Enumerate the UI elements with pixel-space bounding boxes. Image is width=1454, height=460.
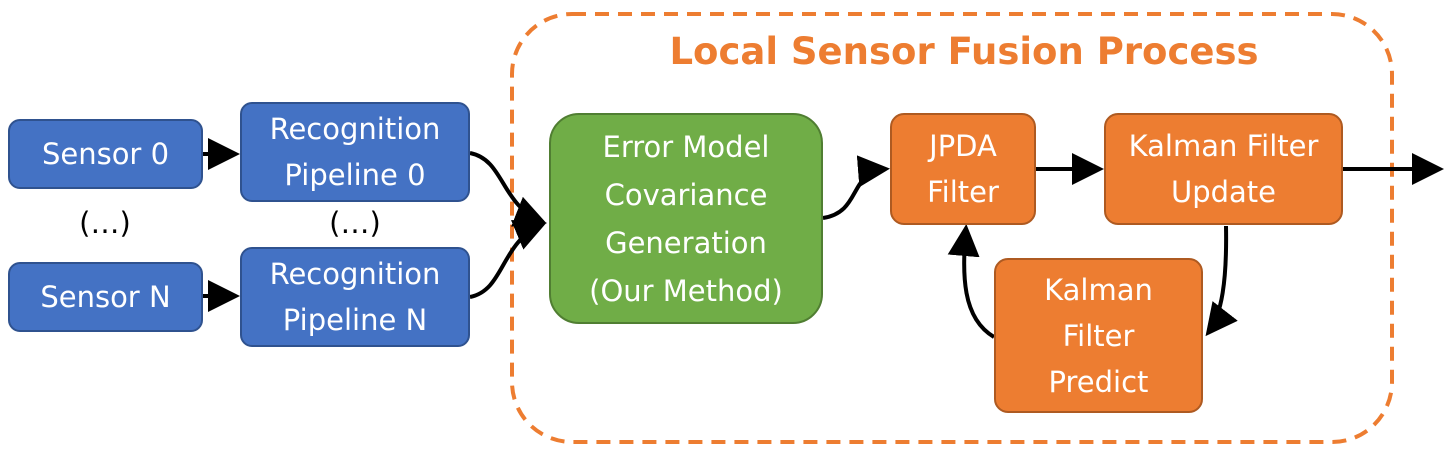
kalman-predict-line-1: Kalman bbox=[1044, 272, 1153, 307]
arrow-error-model-to-jpda bbox=[822, 155, 890, 220]
kalman-predict-line-3: Predict bbox=[1048, 364, 1149, 399]
sensor-n-label: Sensor N bbox=[40, 280, 171, 314]
kalman-update-box: Kalman Filter Update bbox=[1104, 113, 1343, 225]
error-model-box: Error Model Covariance Generation (Our M… bbox=[549, 113, 823, 324]
pipeline-n-line-1: Recognition bbox=[269, 257, 441, 291]
pipelines-ellipsis: (…) bbox=[329, 206, 381, 240]
kalman-predict-box: Kalman Filter Predict bbox=[994, 258, 1203, 413]
error-model-line-4: (Our Method) bbox=[589, 273, 783, 308]
sensor-0-box: Sensor 0 bbox=[8, 119, 203, 189]
jpda-line-1: JPDA bbox=[929, 129, 997, 163]
pipeline-n-box: Recognition Pipeline N bbox=[240, 247, 470, 347]
kalman-predict-line-2: Filter bbox=[1062, 318, 1135, 353]
pipeline-0-line-2: Pipeline 0 bbox=[284, 158, 426, 192]
fusion-process-title: Local Sensor Fusion Process bbox=[669, 30, 1259, 73]
pipeline-0-line-1: Recognition bbox=[269, 112, 441, 146]
sensors-ellipsis: (…) bbox=[79, 206, 131, 240]
kalman-update-line-1: Kalman Filter bbox=[1128, 129, 1319, 163]
pipeline-n-line-2: Pipeline N bbox=[282, 303, 428, 337]
error-model-line-2: Covariance bbox=[604, 177, 768, 212]
kalman-update-line-2: Update bbox=[1170, 175, 1277, 209]
error-model-line-1: Error Model bbox=[602, 129, 770, 164]
sensor-n-box: Sensor N bbox=[8, 262, 203, 332]
error-model-line-3: Generation bbox=[605, 225, 767, 260]
jpda-filter-box: JPDA Filter bbox=[890, 113, 1036, 225]
arrow-predict-to-jpda bbox=[947, 224, 996, 339]
pipeline-0-box: Recognition Pipeline 0 bbox=[240, 102, 470, 202]
sensor-0-label: Sensor 0 bbox=[41, 137, 170, 171]
arrow-pipelinen-to-error-model bbox=[469, 220, 547, 299]
arrow-pipeline0-to-error-model bbox=[469, 151, 547, 227]
jpda-line-2: Filter bbox=[927, 175, 999, 209]
arrow-kalman-update-to-predict bbox=[1205, 225, 1238, 337]
